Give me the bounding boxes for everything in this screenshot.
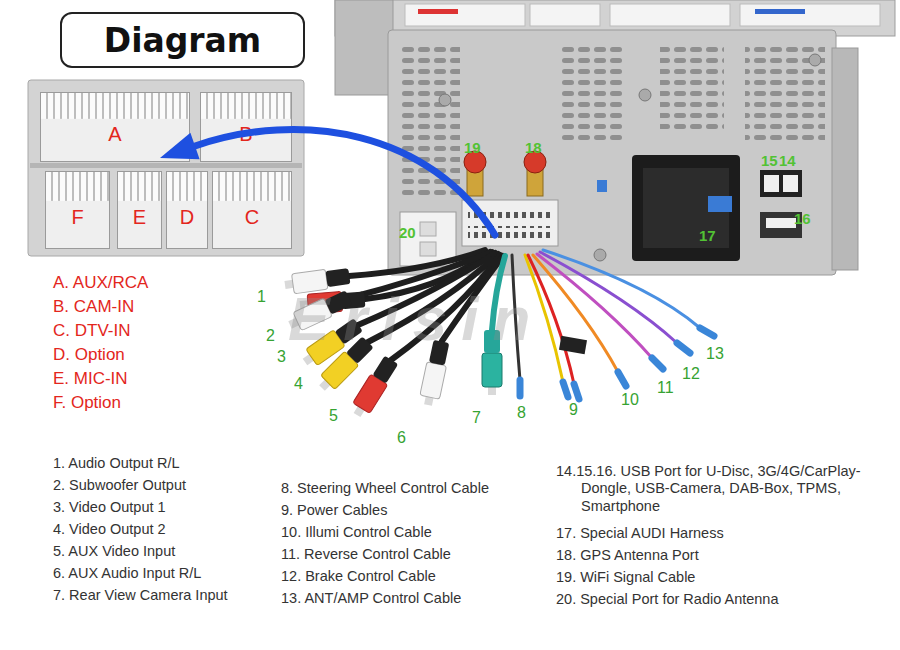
socket-letter: C — [245, 193, 259, 227]
description-item: 13. ANT/AMP Control Cable — [281, 590, 461, 607]
callout-number: 13 — [706, 344, 724, 363]
description-item: 10. Illumi Control Cable — [281, 524, 432, 541]
callout-number: 14 — [779, 152, 796, 170]
socket-letter: B — [239, 110, 252, 144]
callout-number: 8 — [517, 403, 526, 422]
watermark: Erisin — [288, 282, 544, 356]
callout-number: 19 — [464, 139, 481, 157]
description-item: 6. AUX Audio Input R/L — [53, 565, 201, 582]
callout-number: 20 — [399, 224, 416, 242]
callout-number: 17 — [699, 227, 716, 245]
description-item: 12. Brake Control Cable — [281, 568, 436, 585]
callout-number: 7 — [472, 408, 481, 427]
callout-number: 2 — [266, 326, 275, 345]
callout-number: 11 — [657, 378, 674, 397]
connector-socket: F — [45, 171, 110, 249]
legend-key-text: C. DTV-IN — [53, 321, 130, 341]
callout-number: 12 — [682, 364, 700, 383]
callout-number: 16 — [794, 210, 811, 228]
socket-letter: A — [108, 110, 121, 144]
connector-socket: C — [212, 171, 292, 249]
callout-number: 9 — [569, 400, 578, 419]
legend-key-text: E. MIC-IN — [53, 369, 128, 389]
description-item: 9. Power Cables — [281, 502, 387, 519]
callout-number: 1 — [257, 287, 266, 306]
socket-letter: F — [71, 193, 83, 227]
legend-key-text: A. AUX/RCA — [53, 273, 148, 293]
callout-number: 6 — [397, 428, 406, 447]
legend-key-text: F. Option — [53, 393, 121, 413]
connector-socket: E — [117, 171, 162, 249]
socket-letter: E — [133, 193, 146, 227]
callout-number: 15 — [761, 152, 778, 170]
connector-socket: A — [40, 92, 190, 162]
description-item: 8. Steering Wheel Control Cable — [281, 480, 489, 497]
description-item: 19. WiFi Signal Cable — [556, 569, 695, 586]
description-item: 1. Audio Output R/L — [53, 455, 180, 472]
socket-letter: D — [180, 193, 194, 227]
legend-key-text: D. Option — [53, 345, 125, 365]
connector-socket: D — [166, 171, 208, 249]
description-item: 7. Rear View Camera Input — [53, 587, 228, 604]
description-item: 5. AUX Video Input — [53, 543, 175, 560]
callout-number: 5 — [329, 406, 338, 425]
legend-key-text: B. CAM-IN — [53, 297, 134, 317]
callout-number: 3 — [277, 347, 286, 366]
callout-number: 10 — [621, 390, 639, 409]
connector-socket: B — [200, 92, 292, 162]
diagram-title: Diagram — [104, 21, 262, 60]
description-item: 2. Subwoofer Output — [53, 477, 186, 494]
description-item: 11. Reverse Control Cable — [281, 546, 451, 563]
callout-number: 4 — [294, 374, 303, 393]
callout-number: 18 — [525, 139, 542, 157]
description-item: 18. GPS Antenna Port — [556, 547, 699, 564]
description-item: 4. Video Output 2 — [53, 521, 166, 538]
description-item: 20. Special Port for Radio Antenna — [556, 591, 778, 608]
title-box: Diagram — [60, 12, 305, 68]
description-item: 3. Video Output 1 — [53, 499, 166, 516]
description-item: 14.15.16. USB Port for U-Disc, 3G/4G/Car… — [556, 463, 896, 515]
description-item: 17. Special AUDI Harness — [556, 525, 724, 542]
